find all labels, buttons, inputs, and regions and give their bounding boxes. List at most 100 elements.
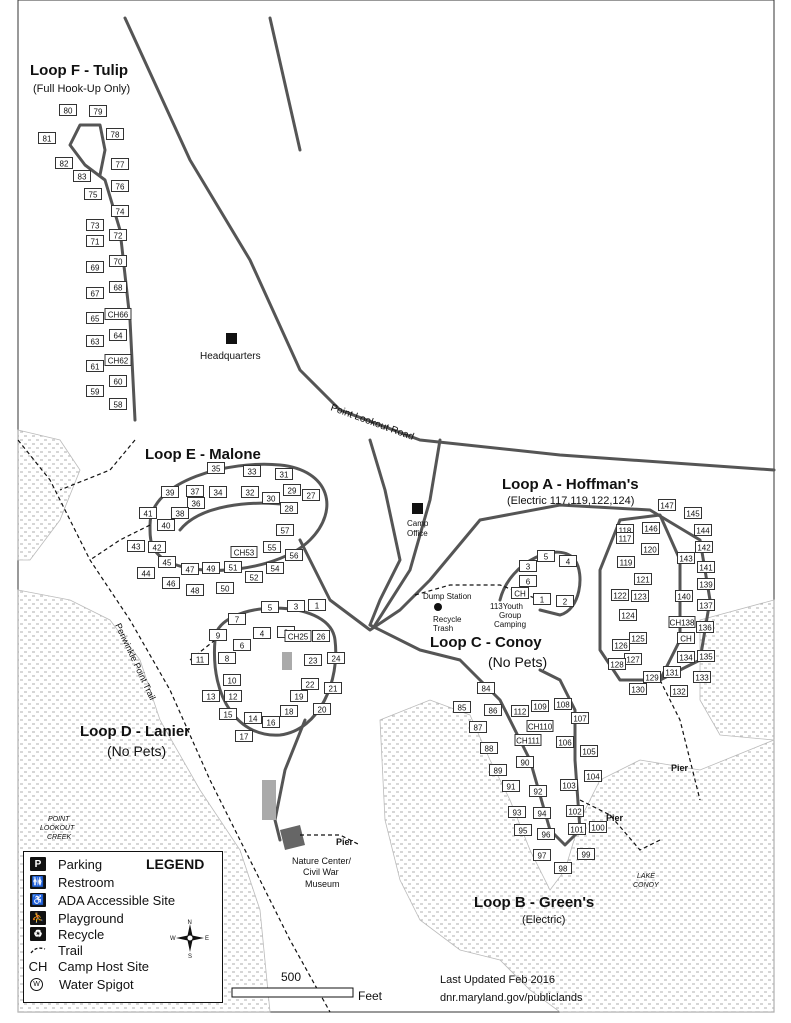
site-number-d-13: 13 — [207, 693, 216, 702]
site-marker — [519, 560, 537, 572]
site-number-b-84: 84 — [482, 685, 491, 694]
site-marker — [502, 780, 520, 792]
site-number-d-21: 21 — [329, 685, 338, 694]
site-number-f-64: 64 — [114, 332, 123, 341]
lake-label-1: LAKE — [637, 873, 655, 880]
loop-a-title: Loop A - Hoffman's — [502, 476, 639, 493]
site-marker — [86, 261, 104, 273]
site-number-f-69: 69 — [91, 264, 100, 273]
site-number-a-142: 142 — [697, 544, 711, 553]
site-marker — [697, 599, 715, 611]
site-marker — [304, 654, 322, 666]
legend-item-trail: Trail — [30, 942, 83, 958]
site-marker — [684, 507, 702, 519]
site-marker — [554, 862, 572, 874]
site-marker — [111, 180, 129, 192]
site-marker — [207, 462, 225, 474]
site-number-d-15: 15 — [224, 711, 233, 720]
site-marker — [275, 468, 293, 480]
legend-item-playground: ⛹ Playground — [30, 910, 124, 926]
site-marker — [218, 652, 236, 664]
site-marker — [533, 593, 551, 605]
site-marker — [313, 703, 331, 715]
site-marker — [137, 567, 155, 579]
site-number-b-88: 88 — [485, 745, 494, 754]
site-number-d-8: 8 — [225, 655, 230, 664]
trail-e-d — [89, 524, 151, 561]
site-number-b-106: 106 — [558, 739, 572, 748]
site-marker — [529, 785, 547, 797]
site-marker — [697, 650, 715, 662]
site-marker — [86, 235, 104, 247]
site-marker — [202, 690, 220, 702]
restroom-icon: 🚻 — [30, 875, 46, 889]
site-marker — [230, 546, 258, 558]
site-marker — [285, 549, 303, 561]
site-number-a-133: 133 — [695, 674, 709, 683]
loop-b-road — [368, 623, 582, 847]
site-marker — [327, 652, 345, 664]
site-marker — [477, 682, 495, 694]
site-number-f-79: 79 — [94, 108, 103, 117]
loop-f-road — [68, 123, 137, 422]
site-number-e-45: 45 — [163, 559, 172, 568]
compass-rose-icon: N S E W — [170, 920, 209, 958]
site-marker — [693, 671, 711, 683]
creek-label-2: LOOKOUT — [40, 825, 75, 832]
site-number-f-77: 77 — [116, 161, 125, 170]
site-marker — [677, 651, 695, 663]
site-marker — [514, 824, 532, 836]
headquarters-icon — [226, 333, 237, 344]
site-marker — [244, 712, 262, 724]
loop-b-title: Loop B - Green's — [474, 894, 594, 911]
site-marker — [276, 524, 294, 536]
loop-c-title: Loop C - Conoy — [430, 634, 542, 651]
site-number-b-96: 96 — [542, 831, 551, 840]
site-number-b-89: 89 — [494, 767, 503, 776]
site-marker — [643, 671, 661, 683]
legend-label: Restroom — [58, 874, 115, 890]
headquarters-drive — [268, 16, 302, 152]
site-number-b-90: 90 — [521, 759, 530, 768]
camp-office-label-1: Camp — [407, 519, 429, 528]
site-number-e-32: 32 — [246, 489, 255, 498]
legend-title: LEGEND — [146, 856, 205, 872]
nature-center-road — [273, 718, 307, 842]
site-number-e-31: 31 — [280, 471, 289, 480]
site-number-a-141: 141 — [699, 564, 713, 573]
site-marker — [162, 577, 180, 589]
legend-label: Playground — [58, 910, 124, 926]
loop-d-title: Loop D - Lanier — [80, 723, 190, 740]
site-marker — [519, 575, 537, 587]
site-number-a-136: 136 — [698, 624, 712, 633]
loop-d-sites: 53174296CH252681123241022211312192015141… — [191, 599, 345, 742]
site-marker — [224, 561, 242, 573]
camp-office-label-2: Office — [407, 529, 428, 538]
site-marker — [511, 587, 529, 599]
site-number-e-27: 27 — [307, 492, 316, 501]
site-marker — [284, 630, 312, 642]
legend-item-restroom: 🚻 Restroom — [30, 874, 114, 890]
site-number-b-87: 87 — [474, 724, 483, 733]
site-number-f-73: 73 — [91, 222, 100, 231]
site-number-a-118: 118 — [619, 527, 632, 536]
lake-label-2: CONOY — [633, 882, 660, 889]
site-marker — [611, 589, 629, 601]
site-marker — [139, 507, 157, 519]
site-marker — [511, 705, 529, 717]
site-number-e-37: 37 — [191, 488, 200, 497]
site-marker — [612, 639, 630, 651]
loop-c-subtitle: (No Pets) — [488, 654, 547, 670]
camp-office-road — [368, 438, 442, 627]
pier-label-a: Pier — [671, 763, 689, 773]
site-number-d-22: 22 — [306, 681, 315, 690]
site-marker — [280, 705, 298, 717]
site-marker — [324, 682, 342, 694]
site-marker — [224, 690, 242, 702]
site-number-b-100: 100 — [591, 824, 605, 833]
site-marker — [106, 128, 124, 140]
camp-office-icon — [412, 503, 423, 514]
site-number-e-55: 55 — [268, 544, 277, 553]
site-marker — [186, 584, 204, 596]
site-marker — [111, 205, 129, 217]
